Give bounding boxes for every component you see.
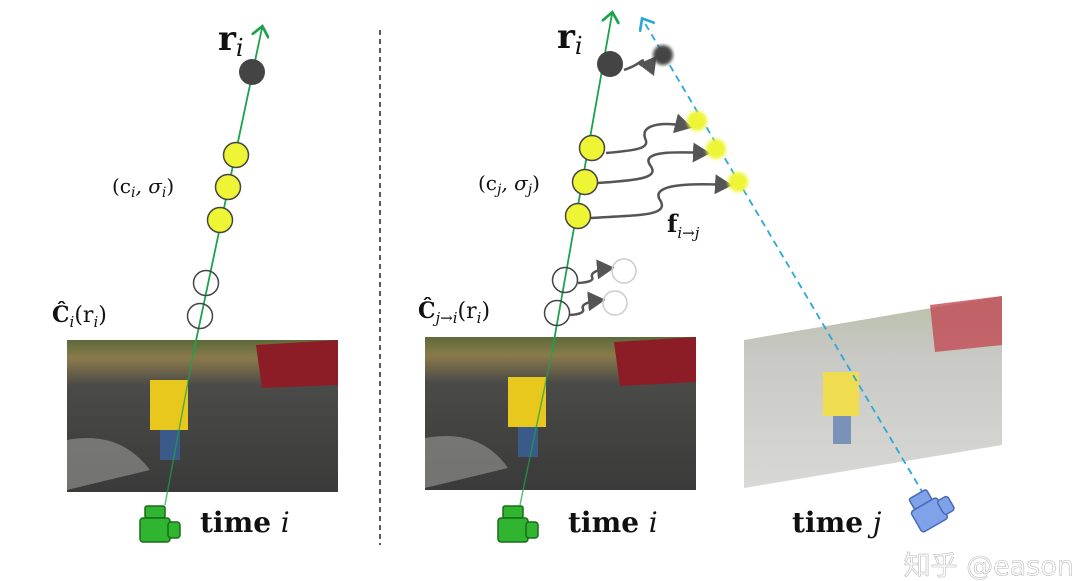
camera-icon-green-left	[139, 505, 181, 543]
yellow-sample-points-right	[564, 134, 606, 230]
scene-flow-arrows	[569, 56, 733, 317]
camera-icon-green-right	[497, 505, 539, 543]
ray-label-right: ri	[557, 17, 583, 60]
camera-icon-blue	[908, 489, 955, 533]
dark-sample-point-right	[597, 51, 623, 77]
ray-label-left: ri	[218, 19, 244, 62]
flow-label: fi→j	[667, 209, 700, 242]
frame-image-time-j	[744, 296, 1002, 488]
camera-ray-j	[643, 20, 931, 506]
time-label-left: time i	[200, 506, 290, 539]
empty-sample-points-left	[186, 269, 220, 330]
sample-label-left: (ci, σi)	[112, 174, 174, 201]
frame-image-time-i-right	[425, 337, 696, 490]
time-label-j: time j	[792, 506, 882, 539]
yellow-sample-points-left	[206, 141, 250, 234]
color-label-left: Ĉi(ri)	[52, 301, 107, 331]
color-label-right: Ĉj→i(ri)	[418, 297, 490, 327]
empty-sample-points-right	[543, 266, 579, 327]
dark-sample-warped	[653, 45, 673, 65]
sample-label-right: (cj, σj)	[478, 171, 540, 198]
time-label-i: time i	[568, 506, 658, 539]
watermark: 知乎 @eason	[904, 551, 1074, 581]
empty-sample-points-warped	[602, 258, 637, 316]
yellow-sample-points-warped	[687, 111, 748, 192]
frame-image-time-i-left	[67, 340, 338, 492]
dark-sample-point	[239, 59, 265, 85]
